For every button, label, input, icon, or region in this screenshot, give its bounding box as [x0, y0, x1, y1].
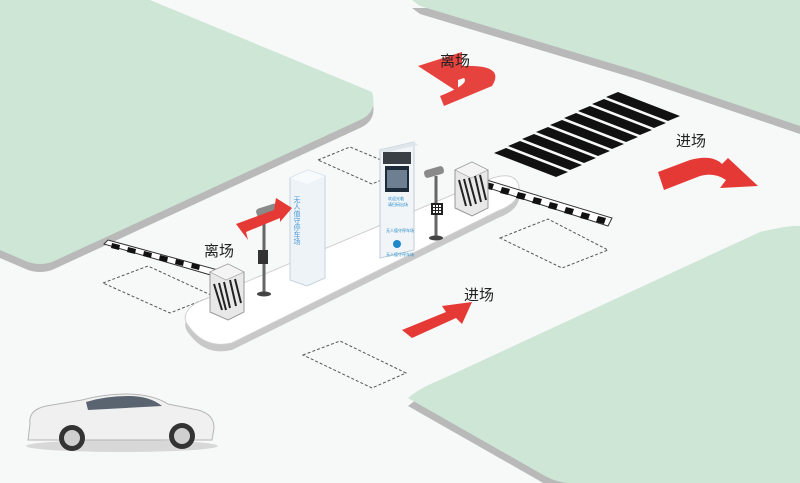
bay-bottom: [301, 340, 408, 389]
camera-pole-right: [423, 166, 445, 241]
entry-center-arrow: [402, 302, 472, 338]
bay-left: [101, 265, 215, 314]
label-entry-right: 进场: [676, 132, 706, 150]
pay-kiosk: 欢迎光临 请扫码出场 无人值守停车场 无人值守停车场: [379, 141, 418, 259]
kiosk-footer: 无人值守停车场: [386, 251, 414, 257]
kiosk-logo-icon: [393, 240, 401, 248]
kiosk-brand: 无人值守停车场: [386, 227, 414, 233]
label-entry-center: 进场: [464, 286, 494, 304]
kiosk-camera-band: [383, 152, 411, 164]
lawn-bottom-right: [408, 225, 800, 483]
car-illustration: [26, 393, 218, 452]
crosswalk: [494, 92, 680, 177]
lawn-top-left: [0, 0, 374, 272]
entry-right-arrow: [658, 157, 758, 190]
kiosk-line2: 请扫码出场: [388, 201, 408, 207]
arrows: [236, 52, 758, 338]
kiosk-line1: 欢迎光临: [388, 195, 404, 201]
bay-right: [498, 218, 610, 269]
barrier-arm-left: [103, 239, 219, 277]
parking-bays: [101, 146, 610, 389]
label-exit-left: 离场: [204, 242, 234, 260]
exit-top-arrow: [418, 52, 496, 106]
pillar-text: 无人值守停车场: [293, 196, 301, 246]
barrier-gate-left: [209, 263, 245, 321]
pillar-sign: 无人值守停车场: [289, 169, 326, 287]
lawn-top-right: [412, 0, 800, 134]
exit-left-arrow: [236, 198, 292, 240]
camera-pole-left: [256, 203, 279, 297]
barrier-gate-right: [454, 161, 489, 217]
label-exit-top: 离场: [440, 52, 470, 70]
